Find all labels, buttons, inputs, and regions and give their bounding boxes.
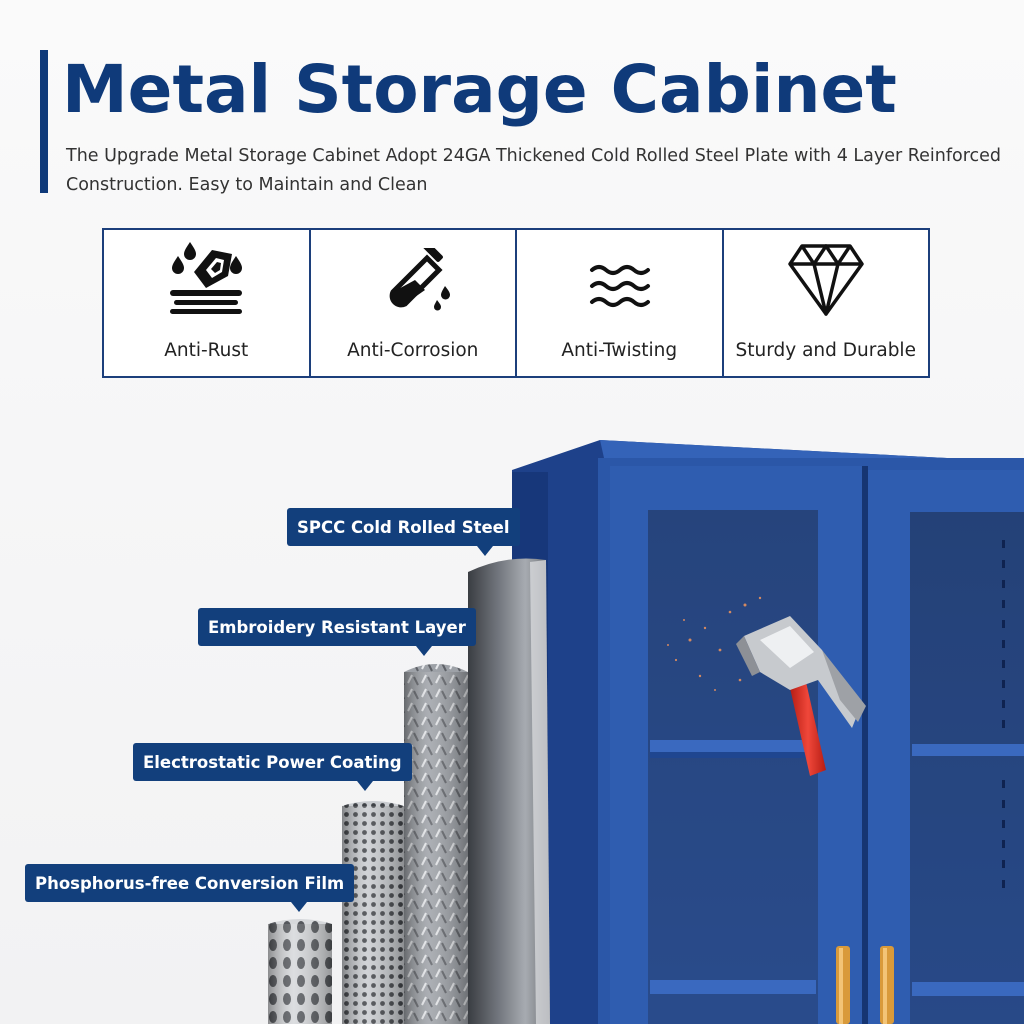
- callout-label: Embroidery Resistant Layer: [208, 617, 466, 637]
- feature-label: Anti-Corrosion: [347, 340, 479, 361]
- callout-spcc-cold-rolled-steel: SPCC Cold Rolled Steel: [287, 508, 520, 556]
- title-accent-bar: [40, 50, 48, 193]
- page-subtitle: The Upgrade Metal Storage Cabinet Adopt …: [66, 146, 1002, 195]
- waves-icon: [517, 230, 722, 322]
- layer-stack: [268, 558, 550, 1024]
- callout-electrostatic-power-coating: Electrostatic Power Coating: [133, 743, 412, 791]
- hammer-illustration: [667, 596, 866, 776]
- callout-embroidery-resistant-layer: Embroidery Resistant Layer: [198, 608, 476, 656]
- callout-label: Phosphorus-free Conversion Film: [35, 873, 345, 893]
- feature-label: Sturdy and Durable: [735, 340, 916, 361]
- callout-phosphorus-free-conversion-film: Phosphorus-free Conversion Film: [25, 864, 355, 912]
- feature-label: Anti-Twisting: [561, 340, 678, 361]
- feature-sturdy-durable: Sturdy and Durable: [724, 230, 929, 376]
- feature-strip: Anti-Rust Anti-Corrosion: [102, 228, 930, 378]
- diamond-icon: [724, 230, 929, 322]
- page-title: Metal Storage Cabinet: [62, 51, 897, 128]
- feature-anti-corrosion: Anti-Corrosion: [311, 230, 517, 376]
- feature-label: Anti-Rust: [164, 340, 249, 361]
- cabinet-illustration: SPCC Cold Rolled Steel Embroidery Resist…: [0, 400, 1024, 1024]
- callout-label: Electrostatic Power Coating: [143, 752, 402, 772]
- cabinet: [512, 440, 1024, 1024]
- callout-label: SPCC Cold Rolled Steel: [297, 517, 510, 537]
- test-tube-icon: [311, 230, 516, 322]
- feature-anti-rust: Anti-Rust: [104, 230, 311, 376]
- anti-rust-icon: [104, 230, 309, 322]
- feature-anti-twisting: Anti-Twisting: [517, 230, 724, 376]
